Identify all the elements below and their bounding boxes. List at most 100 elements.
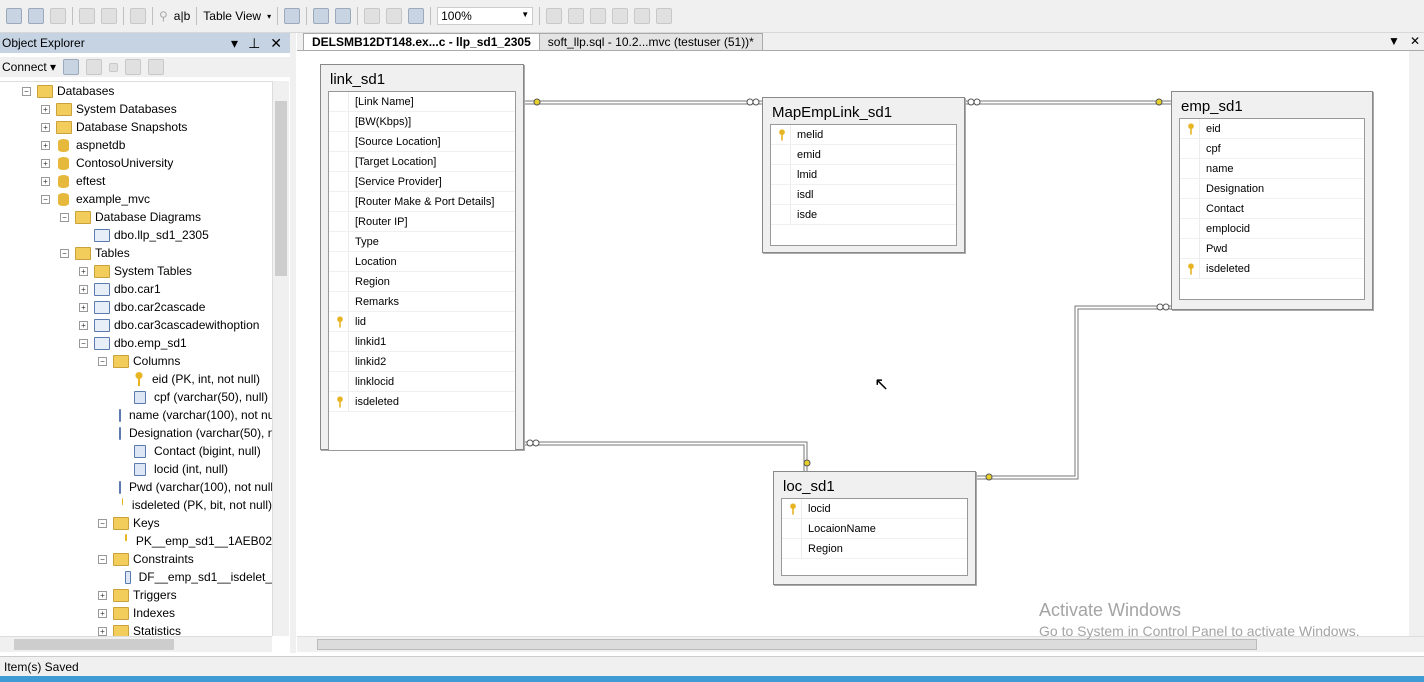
expand-icon[interactable]: + (79, 320, 88, 330)
expand-icon[interactable]: + (41, 158, 50, 168)
tree-item[interactable]: DF__emp_sd1__isdelet_ (0, 568, 272, 586)
collapse-icon[interactable]: − (60, 248, 69, 258)
tree-item[interactable]: Designation (varchar(50), null) (0, 424, 272, 442)
refresh-icon[interactable] (148, 59, 165, 75)
tree-item[interactable]: dbo.llp_sd1_2305 (0, 226, 272, 244)
collapse-icon[interactable]: − (98, 356, 107, 366)
filter-icon[interactable] (125, 59, 142, 75)
table-view-dropdown[interactable]: Table View (203, 9, 262, 23)
expand-icon[interactable]: + (98, 608, 107, 618)
tree-item[interactable]: −example_mvc (0, 190, 272, 208)
diagram-canvas[interactable]: link_sd1[Link Name][BW(Kbps)][Source Loc… (297, 51, 1409, 636)
tab-diagram[interactable]: DELSMB12DT148.ex...c - llp_sd1_2305 (303, 33, 540, 50)
rename-icon[interactable]: a|b (173, 9, 191, 23)
column-row[interactable]: [Service Provider] (329, 172, 515, 192)
diagram-table-link-sd1[interactable]: link_sd1[Link Name][BW(Kbps)][Source Loc… (320, 64, 524, 451)
tree-horizontal-scrollbar[interactable] (0, 636, 272, 652)
tree-item[interactable]: −Columns (0, 352, 272, 370)
tree-item[interactable]: name (varchar(100), not null) (0, 406, 272, 424)
page-breaks-icon[interactable] (634, 8, 651, 24)
close-tab-icon[interactable]: ✕ (1409, 34, 1420, 48)
column-row[interactable]: isde (771, 205, 956, 225)
column-row[interactable]: Contact (1180, 199, 1364, 219)
tree-item[interactable]: PK__emp_sd1__1AEB02 (0, 532, 272, 550)
tree-item[interactable]: +dbo.car2cascade (0, 298, 272, 316)
arrange-tables-icon[interactable] (313, 8, 330, 24)
collapse-icon[interactable]: − (22, 86, 31, 96)
disconnect-icon[interactable] (86, 59, 103, 75)
expand-icon[interactable]: + (79, 266, 88, 276)
column-row[interactable]: [Link Name] (329, 92, 515, 112)
diagram-horizontal-scrollbar[interactable] (297, 636, 1424, 652)
column-row[interactable]: linklocid (329, 372, 515, 392)
manage-indexes-icon[interactable] (546, 8, 563, 24)
new-text-annotation-icon[interactable] (364, 8, 381, 24)
column-row[interactable]: [Router Make & Port Details] (329, 192, 515, 212)
close-icon[interactable]: ✕ (270, 34, 282, 51)
column-row[interactable]: melid (771, 125, 956, 145)
tree-item[interactable]: +System Databases (0, 100, 272, 118)
tree-item[interactable]: −Databases (0, 82, 272, 100)
column-row[interactable]: linkid2 (329, 352, 515, 372)
primary-key-icon[interactable]: ⚲ (159, 9, 168, 23)
manage-constraints-icon[interactable] (568, 8, 585, 24)
tree-item[interactable]: +Indexes (0, 604, 272, 622)
expand-icon[interactable]: + (79, 302, 88, 312)
column-row[interactable]: [Router IP] (329, 212, 515, 232)
tree-item[interactable]: +aspnetdb (0, 136, 272, 154)
pin-icon[interactable]: ⊥ (248, 34, 261, 51)
column-row[interactable]: [BW(Kbps)] (329, 112, 515, 132)
column-row[interactable]: Location (329, 252, 515, 272)
add-related-tables-icon[interactable] (50, 8, 66, 24)
layout-icon[interactable] (408, 8, 425, 24)
new-table-icon[interactable] (28, 8, 44, 24)
expand-icon[interactable]: + (98, 626, 107, 636)
column-row[interactable]: [Source Location] (329, 132, 515, 152)
tree-item[interactable]: +Triggers (0, 586, 272, 604)
tree-item[interactable]: +ContosoUniversity (0, 154, 272, 172)
tree-item[interactable]: +eftest (0, 172, 272, 190)
tree-item[interactable]: +System Tables (0, 262, 272, 280)
column-row[interactable]: Pwd (1180, 239, 1364, 259)
tree-vertical-scrollbar[interactable] (272, 81, 289, 636)
column-row[interactable]: lmid (771, 165, 956, 185)
arrange-selection-icon[interactable] (386, 8, 403, 24)
tab-list-icon[interactable]: ▼ (1388, 34, 1400, 48)
column-row[interactable]: name (1180, 159, 1364, 179)
column-row[interactable]: [Target Location] (329, 152, 515, 172)
column-row[interactable]: eid (1180, 119, 1364, 139)
diagram-vertical-scrollbar[interactable] (1409, 51, 1424, 636)
expand-icon[interactable]: + (41, 176, 50, 186)
expand-icon[interactable]: + (98, 590, 107, 600)
dropdown-icon[interactable]: ▾ (231, 34, 239, 51)
tree-item[interactable]: −Database Diagrams (0, 208, 272, 226)
column-row[interactable]: isdeleted (1180, 259, 1364, 279)
expand-icon[interactable]: + (79, 284, 88, 294)
tree-item[interactable]: cpf (varchar(50), null) (0, 388, 272, 406)
column-row[interactable]: emid (771, 145, 956, 165)
recalculate-page-breaks-icon[interactable] (656, 8, 673, 24)
column-row[interactable]: LocaionName (782, 519, 967, 539)
manage-xml-indexes-icon[interactable] (612, 8, 629, 24)
autosize-table-icon[interactable] (335, 8, 352, 24)
connect-icon[interactable] (63, 59, 80, 75)
zoom-select[interactable]: 100%▼ (437, 7, 534, 25)
column-row[interactable]: Remarks (329, 292, 515, 312)
expand-icon[interactable]: + (41, 104, 50, 114)
column-row[interactable]: isdl (771, 185, 956, 205)
remove-table-icon[interactable] (101, 8, 117, 24)
add-table-icon[interactable] (6, 8, 22, 24)
column-row[interactable]: Region (782, 539, 967, 559)
expand-icon[interactable]: + (41, 122, 50, 132)
collapse-icon[interactable]: − (41, 194, 50, 204)
collapse-icon[interactable]: − (98, 554, 107, 564)
column-row[interactable]: emplocid (1180, 219, 1364, 239)
tree-item[interactable]: +Database Snapshots (0, 118, 272, 136)
delete-table-icon[interactable] (79, 8, 95, 24)
stop-icon[interactable] (109, 62, 119, 72)
tree-item[interactable]: eid (PK, int, not null) (0, 370, 272, 388)
tree-item[interactable]: +dbo.car3cascadewithoption (0, 316, 272, 334)
collapse-icon[interactable]: − (60, 212, 69, 222)
